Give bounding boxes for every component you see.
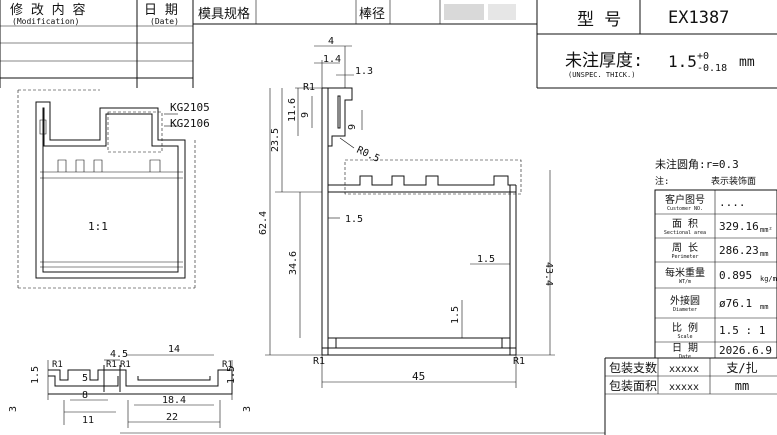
model-label: 型 号 xyxy=(577,10,621,30)
dim-62-4: 62.4 xyxy=(258,211,269,235)
dim-1-4: 1.4 xyxy=(323,54,341,65)
mold-spec-label: 模具规格 xyxy=(198,6,250,22)
spec-label-en: Scale xyxy=(677,334,692,340)
dim-r1-bottom-right: R1 xyxy=(513,356,525,367)
spec-unit: kg/m xyxy=(760,275,777,283)
redacted-field xyxy=(488,4,516,20)
modification-label: 修 改 内 容 xyxy=(10,2,85,18)
spec-value: .... xyxy=(719,196,746,209)
detail-dim-14: 14 xyxy=(168,344,180,355)
detail-r1-c: R1 xyxy=(120,360,131,370)
spec-label-en: Perimeter xyxy=(671,254,698,260)
notes: 未注圆角:r=0.3 注: 表示装饰面 xyxy=(655,157,756,187)
fillet-note: 未注圆角:r=0.3 xyxy=(655,157,739,171)
spec-value: 2026.6.9 xyxy=(719,344,772,357)
detail-r1-d: R1 xyxy=(222,360,233,370)
date-label: 日 期 xyxy=(144,3,178,18)
dim-45: 45 xyxy=(412,370,425,383)
note-label: 注: xyxy=(655,175,669,187)
main-profile: 4 1.4 1.3 R1 11.6 9 6 23.5 R0.5 62.4 34.… xyxy=(258,36,555,388)
dim-r0-5: R0.5 xyxy=(355,145,381,165)
detail-dim-1-5-left: 1.5 xyxy=(30,366,41,384)
packing-value: xxxxx xyxy=(669,382,699,393)
model-block: 型 号 EX1387 未注厚度: 1.5 +0 -0.18 mm (UNSPEC… xyxy=(536,0,777,89)
spec-label-en: Sectional area xyxy=(664,230,706,236)
callout-kg2106: KG2106 xyxy=(170,117,210,130)
detail-dim-1-5-right: 1.5 xyxy=(226,366,237,384)
dim-6: 6 xyxy=(345,124,356,130)
thickness-en-label: (UNSPEC. THICK.) xyxy=(568,71,635,79)
note-text: 表示装饰面 xyxy=(711,175,756,187)
dim-4: 4 xyxy=(328,36,334,47)
thickness-unit: mm xyxy=(739,55,755,70)
spec-label-en: Customer NO. xyxy=(667,206,703,212)
detail-dim-4-5: 4.5 xyxy=(110,349,128,360)
dim-1-5-c: 1.5 xyxy=(450,306,461,324)
detail-dim-22: 22 xyxy=(166,412,178,423)
detail-dim-5: 5 xyxy=(82,373,88,384)
dim-r1-bottom-left: R1 xyxy=(313,356,325,367)
packing-label: 包装面积 xyxy=(609,379,657,393)
view-scale-label: 1:1 xyxy=(88,220,108,233)
rod-diameter-label: 棒径 xyxy=(359,7,385,22)
packing-unit: mm xyxy=(735,379,749,393)
dim-34-6: 34.6 xyxy=(288,251,299,275)
dim-1-5-b: 1.5 xyxy=(477,254,495,265)
spec-unit: mm xyxy=(760,250,768,258)
redacted-field xyxy=(444,4,484,20)
dim-9: 9 xyxy=(300,112,311,118)
packing-value: xxxxx xyxy=(669,364,699,375)
detail-r1-b: R1 xyxy=(106,360,117,370)
model-value: EX1387 xyxy=(668,8,729,28)
detail-dim-3-left: 3 xyxy=(8,406,19,412)
thickness-tol-minus: -0.18 xyxy=(697,63,727,74)
spec-label: 周 长 xyxy=(672,242,698,254)
dim-23-5: 23.5 xyxy=(270,128,281,152)
detail-dim-3-right: 3 xyxy=(242,406,253,412)
dim-r1-top: R1 xyxy=(303,82,315,93)
spec-value: ø76.1 xyxy=(719,297,752,310)
callout-kg2105: KG2105 xyxy=(170,101,210,114)
detail-dim-18-4: 18.4 xyxy=(162,395,186,406)
spec-label-en: WT/m xyxy=(679,279,691,285)
small-scale-view: 1:1 KG2105 KG2106 xyxy=(17,89,210,289)
spec-label: 外接圆 xyxy=(670,294,700,307)
date-en-label: (Date) xyxy=(150,17,179,26)
spec-value: 286.23 xyxy=(719,244,759,257)
detail-dim-11: 11 xyxy=(82,415,94,426)
thickness-label: 未注厚度: xyxy=(565,51,643,71)
dim-1-3: 1.3 xyxy=(355,66,373,77)
detail-view: 1.5 1.5 3 3 5 4.5 14 R1 R1 R1 R1 8 11 18… xyxy=(8,344,253,428)
spec-label: 日 期 xyxy=(672,342,698,354)
modification-en-label: (Modification) xyxy=(12,17,79,26)
spec-label: 每米重量 xyxy=(665,266,705,279)
packing-unit: 支/扎 xyxy=(726,361,757,375)
dim-43-4: 43.4 xyxy=(543,262,554,286)
detail-dim-8: 8 xyxy=(82,390,88,401)
revision-block: 修 改 内 容 (Modification) 日 期 (Date) 模具规格 棒… xyxy=(0,0,537,88)
spec-unit: mm² xyxy=(760,226,773,234)
thickness-value: 1.5 xyxy=(668,52,697,71)
spec-label-en: Date xyxy=(679,354,691,360)
spec-label: 客户图号 xyxy=(665,193,705,206)
spec-value: 329.16 xyxy=(719,220,759,233)
spec-label: 比 例 xyxy=(672,321,698,334)
thickness-tol-plus: +0 xyxy=(697,51,709,62)
spec-value: 1.5 : 1 xyxy=(719,324,765,337)
detail-r1-a: R1 xyxy=(52,360,63,370)
spec-unit: mm xyxy=(760,303,768,311)
dim-11-6: 11.6 xyxy=(287,98,298,122)
spec-label: 面 积 xyxy=(672,218,698,230)
packing-label: 包装支数 xyxy=(609,360,657,375)
dim-1-5-a: 1.5 xyxy=(345,214,363,225)
spec-label-en: Diameter xyxy=(673,307,697,313)
spec-value: 0.895 xyxy=(719,269,752,282)
